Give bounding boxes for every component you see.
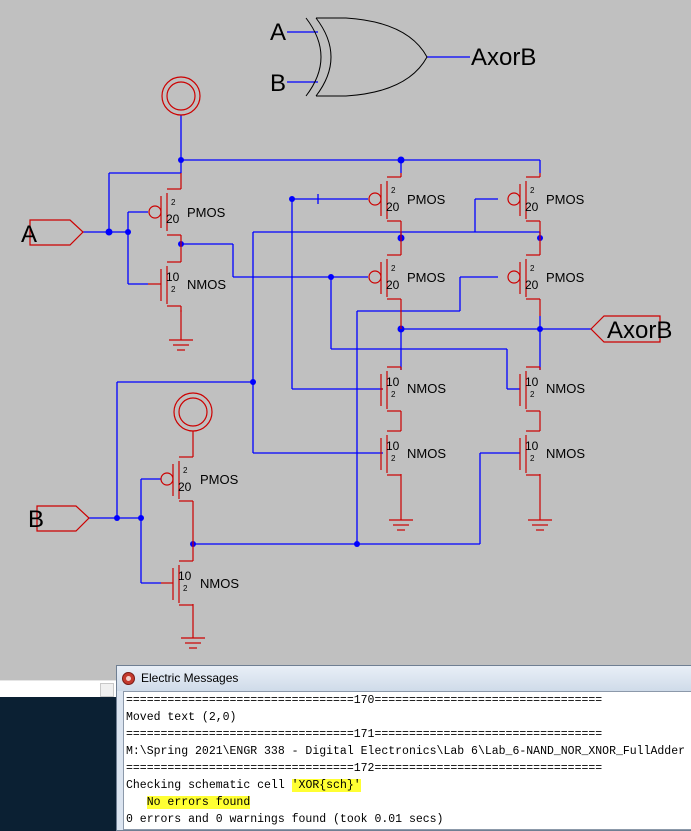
power-icon[interactable] <box>161 76 201 116</box>
nmos-width: 10 <box>525 375 539 389</box>
pmos-transistor[interactable] <box>160 431 194 544</box>
log-check-prefix: Checking schematic cell <box>126 779 292 792</box>
pmos-width: 20 <box>178 480 192 494</box>
pmos-transistor[interactable] <box>507 173 541 239</box>
log-separator: =================================170====… <box>126 694 603 707</box>
log-line: M:\Spring 2021\ENGR 338 - Digital Electr… <box>126 745 685 758</box>
nmos-label: NMOS <box>407 381 446 396</box>
pmos-label: PMOS <box>407 192 446 207</box>
nmos-label: NMOS <box>200 576 239 591</box>
nmos-label: NMOS <box>407 446 446 461</box>
nmos-transistor[interactable] <box>380 430 401 476</box>
log-no-errors: No errors found <box>146 796 251 809</box>
nmos-width: 10 <box>386 375 400 389</box>
log-separator: =================================172====… <box>126 762 603 775</box>
ground-icon[interactable] <box>181 604 205 649</box>
wire-net[interactable] <box>83 115 591 584</box>
pmos-transistor[interactable] <box>368 239 402 329</box>
log-check-cell: 'XOR{sch}' <box>291 779 361 792</box>
port-b-label: B <box>28 506 44 533</box>
port-out-label: AxorB <box>607 317 672 344</box>
nmos-transistor[interactable] <box>519 430 540 476</box>
power-icon[interactable] <box>173 392 213 432</box>
pmos-length: 2 <box>391 186 396 195</box>
nmos-transistor[interactable] <box>161 544 194 606</box>
nmos-length: 2 <box>171 285 176 294</box>
pmos-length: 2 <box>530 264 535 273</box>
nmos-width: 10 <box>386 439 400 453</box>
pmos-length: 2 <box>171 198 176 207</box>
pmos-width: 20 <box>386 278 400 292</box>
gate-input-b-label: B <box>270 70 286 97</box>
nmos-length: 2 <box>391 454 396 463</box>
messages-title: Electric Messages <box>141 671 239 685</box>
pmos-transistor[interactable] <box>368 173 402 239</box>
pmos-label: PMOS <box>200 472 239 487</box>
pmos-width: 20 <box>525 200 539 214</box>
nmos-transistor[interactable] <box>519 366 541 431</box>
pmos-width: 20 <box>166 212 180 226</box>
nmos-width: 10 <box>525 439 539 453</box>
nmos-length: 2 <box>391 390 396 399</box>
pmos-label: PMOS <box>407 270 446 285</box>
nmos-transistor[interactable] <box>148 244 182 312</box>
background-dark-panel <box>0 697 120 831</box>
pmos-transistor[interactable] <box>507 239 541 316</box>
xor-gate-icon[interactable] <box>287 17 470 97</box>
wire-junctions <box>105 156 543 547</box>
log-separator: =================================171====… <box>126 728 603 741</box>
nmos-label: NMOS <box>187 277 226 292</box>
messages-log[interactable]: =================================170====… <box>123 691 691 830</box>
messages-window[interactable]: Electric Messages ======================… <box>116 665 691 831</box>
messages-title-bar[interactable]: Electric Messages <box>117 666 691 691</box>
pmos-label: PMOS <box>187 205 226 220</box>
port-b-pin[interactable] <box>36 505 90 532</box>
pmos-label: PMOS <box>546 270 585 285</box>
scrollbar-button[interactable] <box>100 683 114 697</box>
log-summary: 0 errors and 0 warnings found (took 0.01… <box>126 813 444 826</box>
pmos-length: 2 <box>530 186 535 195</box>
log-check-line: Checking schematic cell 'XOR{sch}' <box>124 777 691 794</box>
nmos-length: 2 <box>530 454 535 463</box>
ground-icon[interactable] <box>528 474 552 531</box>
pmos-length: 2 <box>391 264 396 273</box>
ground-icon[interactable] <box>389 474 413 531</box>
port-out-pin[interactable] <box>590 315 661 343</box>
gate-output-label: AxorB <box>471 44 536 71</box>
port-a-pin[interactable] <box>29 219 84 246</box>
pmos-width: 20 <box>386 200 400 214</box>
ground-icon[interactable] <box>169 310 193 351</box>
gate-input-a-label: A <box>270 19 286 46</box>
pmos-width: 20 <box>525 278 539 292</box>
pmos-label: PMOS <box>546 192 585 207</box>
pmos-length: 2 <box>183 466 188 475</box>
nmos-label: NMOS <box>546 381 585 396</box>
nmos-width: 10 <box>178 569 192 583</box>
electric-app-icon <box>122 672 135 685</box>
port-a-label: A <box>21 221 37 248</box>
nmos-transistor[interactable] <box>380 366 402 431</box>
nmos-label: NMOS <box>546 446 585 461</box>
nmos-length: 2 <box>183 584 188 593</box>
log-line: Moved text (2,0) <box>126 711 237 724</box>
nmos-length: 2 <box>530 390 535 399</box>
pmos-transistor[interactable] <box>148 173 182 244</box>
log-result-line: No errors found <box>124 794 691 811</box>
nmos-width: 10 <box>166 270 180 284</box>
background-window-strip <box>0 680 120 698</box>
